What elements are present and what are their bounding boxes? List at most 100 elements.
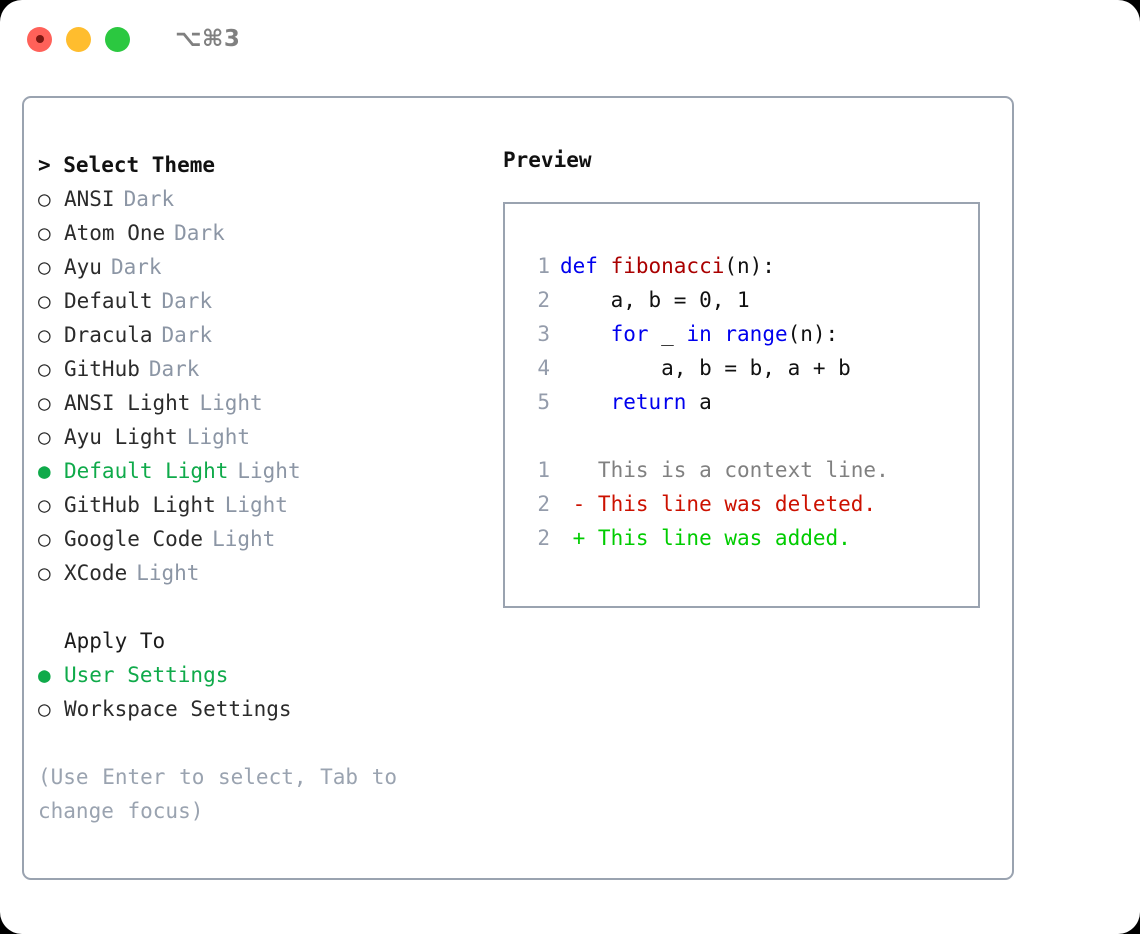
window-title: ⌥⌘3 [175,26,241,52]
code-line-content: a, b = 0, 1 [560,283,750,317]
maximize-window-button[interactable] [105,26,130,52]
select-theme-heading: > Select Theme [38,153,216,177]
theme-option-label: Google Code [64,527,204,551]
theme-option-kind: Light [186,425,251,449]
theme-option-ansi-light[interactable]: ○ ANSI Light Light [38,386,488,420]
code-token-keyword: range [724,322,788,346]
diff-line-number: 2 [537,526,550,550]
radio-unselected-icon: ○ [38,357,51,381]
theme-option-kind: Dark [174,221,225,245]
code-token-plain [560,322,611,346]
theme-option-kind: Dark [123,187,175,211]
apply-option-label: User Settings [64,663,229,687]
code-token-plain: _ [648,322,687,346]
code-line-number: 4 [537,356,550,380]
code-diff-gap [522,419,978,453]
theme-option-label: Ayu [64,255,102,279]
theme-option-kind: Light [224,493,288,517]
code-token-plain: (n): [787,322,839,346]
theme-option-kind: Dark [148,357,200,381]
theme-option-label: ANSI [64,187,115,211]
theme-option-label: Dracula [64,323,153,347]
code-token-keyword: for [610,322,649,346]
radio-unselected-icon: ○ [38,425,51,449]
code-line: 2 a, b = 0, 1 [522,283,978,317]
title-bar: ⌥⌘3 [0,0,1140,78]
radio-selected-icon: ● [38,663,51,687]
radio-unselected-icon: ○ [38,221,51,245]
radio-unselected-icon: ○ [38,187,51,211]
theme-option-kind: Dark [161,323,213,347]
keyboard-hint: (Use Enter to select, Tab to change focu… [38,765,398,823]
code-line-number: 5 [537,390,550,414]
diff-line-number: 2 [537,492,550,516]
list-spacer [38,590,488,624]
code-token-plain: (n): [724,254,775,278]
apply-option-workspace-settings[interactable]: ○Workspace Settings [38,692,488,726]
code-line-content: def fibonacci(n): [560,249,775,283]
theme-option-dracula[interactable]: ○ Dracula Dark [38,318,488,352]
code-token-plain: a [686,390,712,414]
apply-to-heading: Apply To [64,629,166,653]
radio-unselected-icon: ○ [38,493,51,517]
theme-option-label: Atom One [64,221,166,245]
diff-line-content: - This line was deleted. [560,492,877,516]
code-token-plain: a, b = 0, 1 [560,288,750,312]
theme-option-kind: Dark [161,289,213,313]
theme-option-label: Ayu Light [64,425,178,449]
code-token-keyword: in [686,322,725,346]
theme-option-default[interactable]: ○ Default Dark [38,284,488,318]
code-line: 4 a, b = b, a + b [522,351,978,385]
theme-option-ayu-light[interactable]: ○ Ayu Light Light [38,420,488,454]
radio-unselected-icon: ○ [38,289,51,313]
radio-unselected-icon: ○ [38,527,51,551]
code-token-keyword: return [610,390,687,414]
theme-option-ayu[interactable]: ○ Ayu Dark [38,250,488,284]
theme-option-kind: Dark [110,255,162,279]
radio-unselected-icon: ○ [38,561,51,585]
theme-option-kind: Light [237,459,301,483]
theme-option-label: ANSI Light [64,391,191,415]
radio-unselected-icon: ○ [38,255,51,279]
code-token-plain: a, b = b, a + b [560,356,851,380]
theme-option-google-code[interactable]: ○ Google Code Light [38,522,488,556]
close-window-button[interactable] [27,26,52,52]
theme-option-label: Default [64,289,153,313]
code-line-content: for _ in range(n): [560,317,839,351]
theme-option-xcode[interactable]: ○ XCode Light [38,556,488,590]
code-line-content: return a [560,385,712,419]
code-line: 3 for _ in range(n): [522,317,978,351]
theme-option-label: GitHub [64,357,140,381]
radio-unselected-icon: ○ [38,323,51,347]
code-line-number: 3 [537,322,550,346]
theme-option-github-light[interactable]: ○ GitHub Light Light [38,488,488,522]
minimize-window-button[interactable] [66,26,91,52]
theme-option-ansi[interactable]: ○ ANSI Dark [38,182,488,216]
apply-option-user-settings[interactable]: ● User Settings [38,658,488,692]
theme-option-github[interactable]: ○ GitHub Dark [38,352,488,386]
theme-option-kind: Light [136,561,200,585]
theme-option-label: XCode [64,561,128,585]
preview-label: Preview [503,148,592,172]
diff-line-number: 1 [537,458,550,482]
diff-line-content: This is a context line. [560,458,889,482]
theme-option-kind: Light [199,391,263,415]
theme-option-kind: Light [212,527,276,551]
code-line: 5 return a [522,385,978,419]
theme-option-atom-one[interactable]: ○ Atom One Dark [38,216,488,250]
apply-option-label: Workspace Settings [64,697,292,721]
radio-unselected-icon: ○ [38,391,51,415]
diff-sample: 1 This is a context line. 2 - This line w… [522,453,978,555]
code-token-function: fibonacci [610,254,725,278]
diff-line-content: + This line was added. [560,526,851,550]
code-token-plain [560,390,611,414]
theme-option-label: GitHub Light [64,493,216,517]
